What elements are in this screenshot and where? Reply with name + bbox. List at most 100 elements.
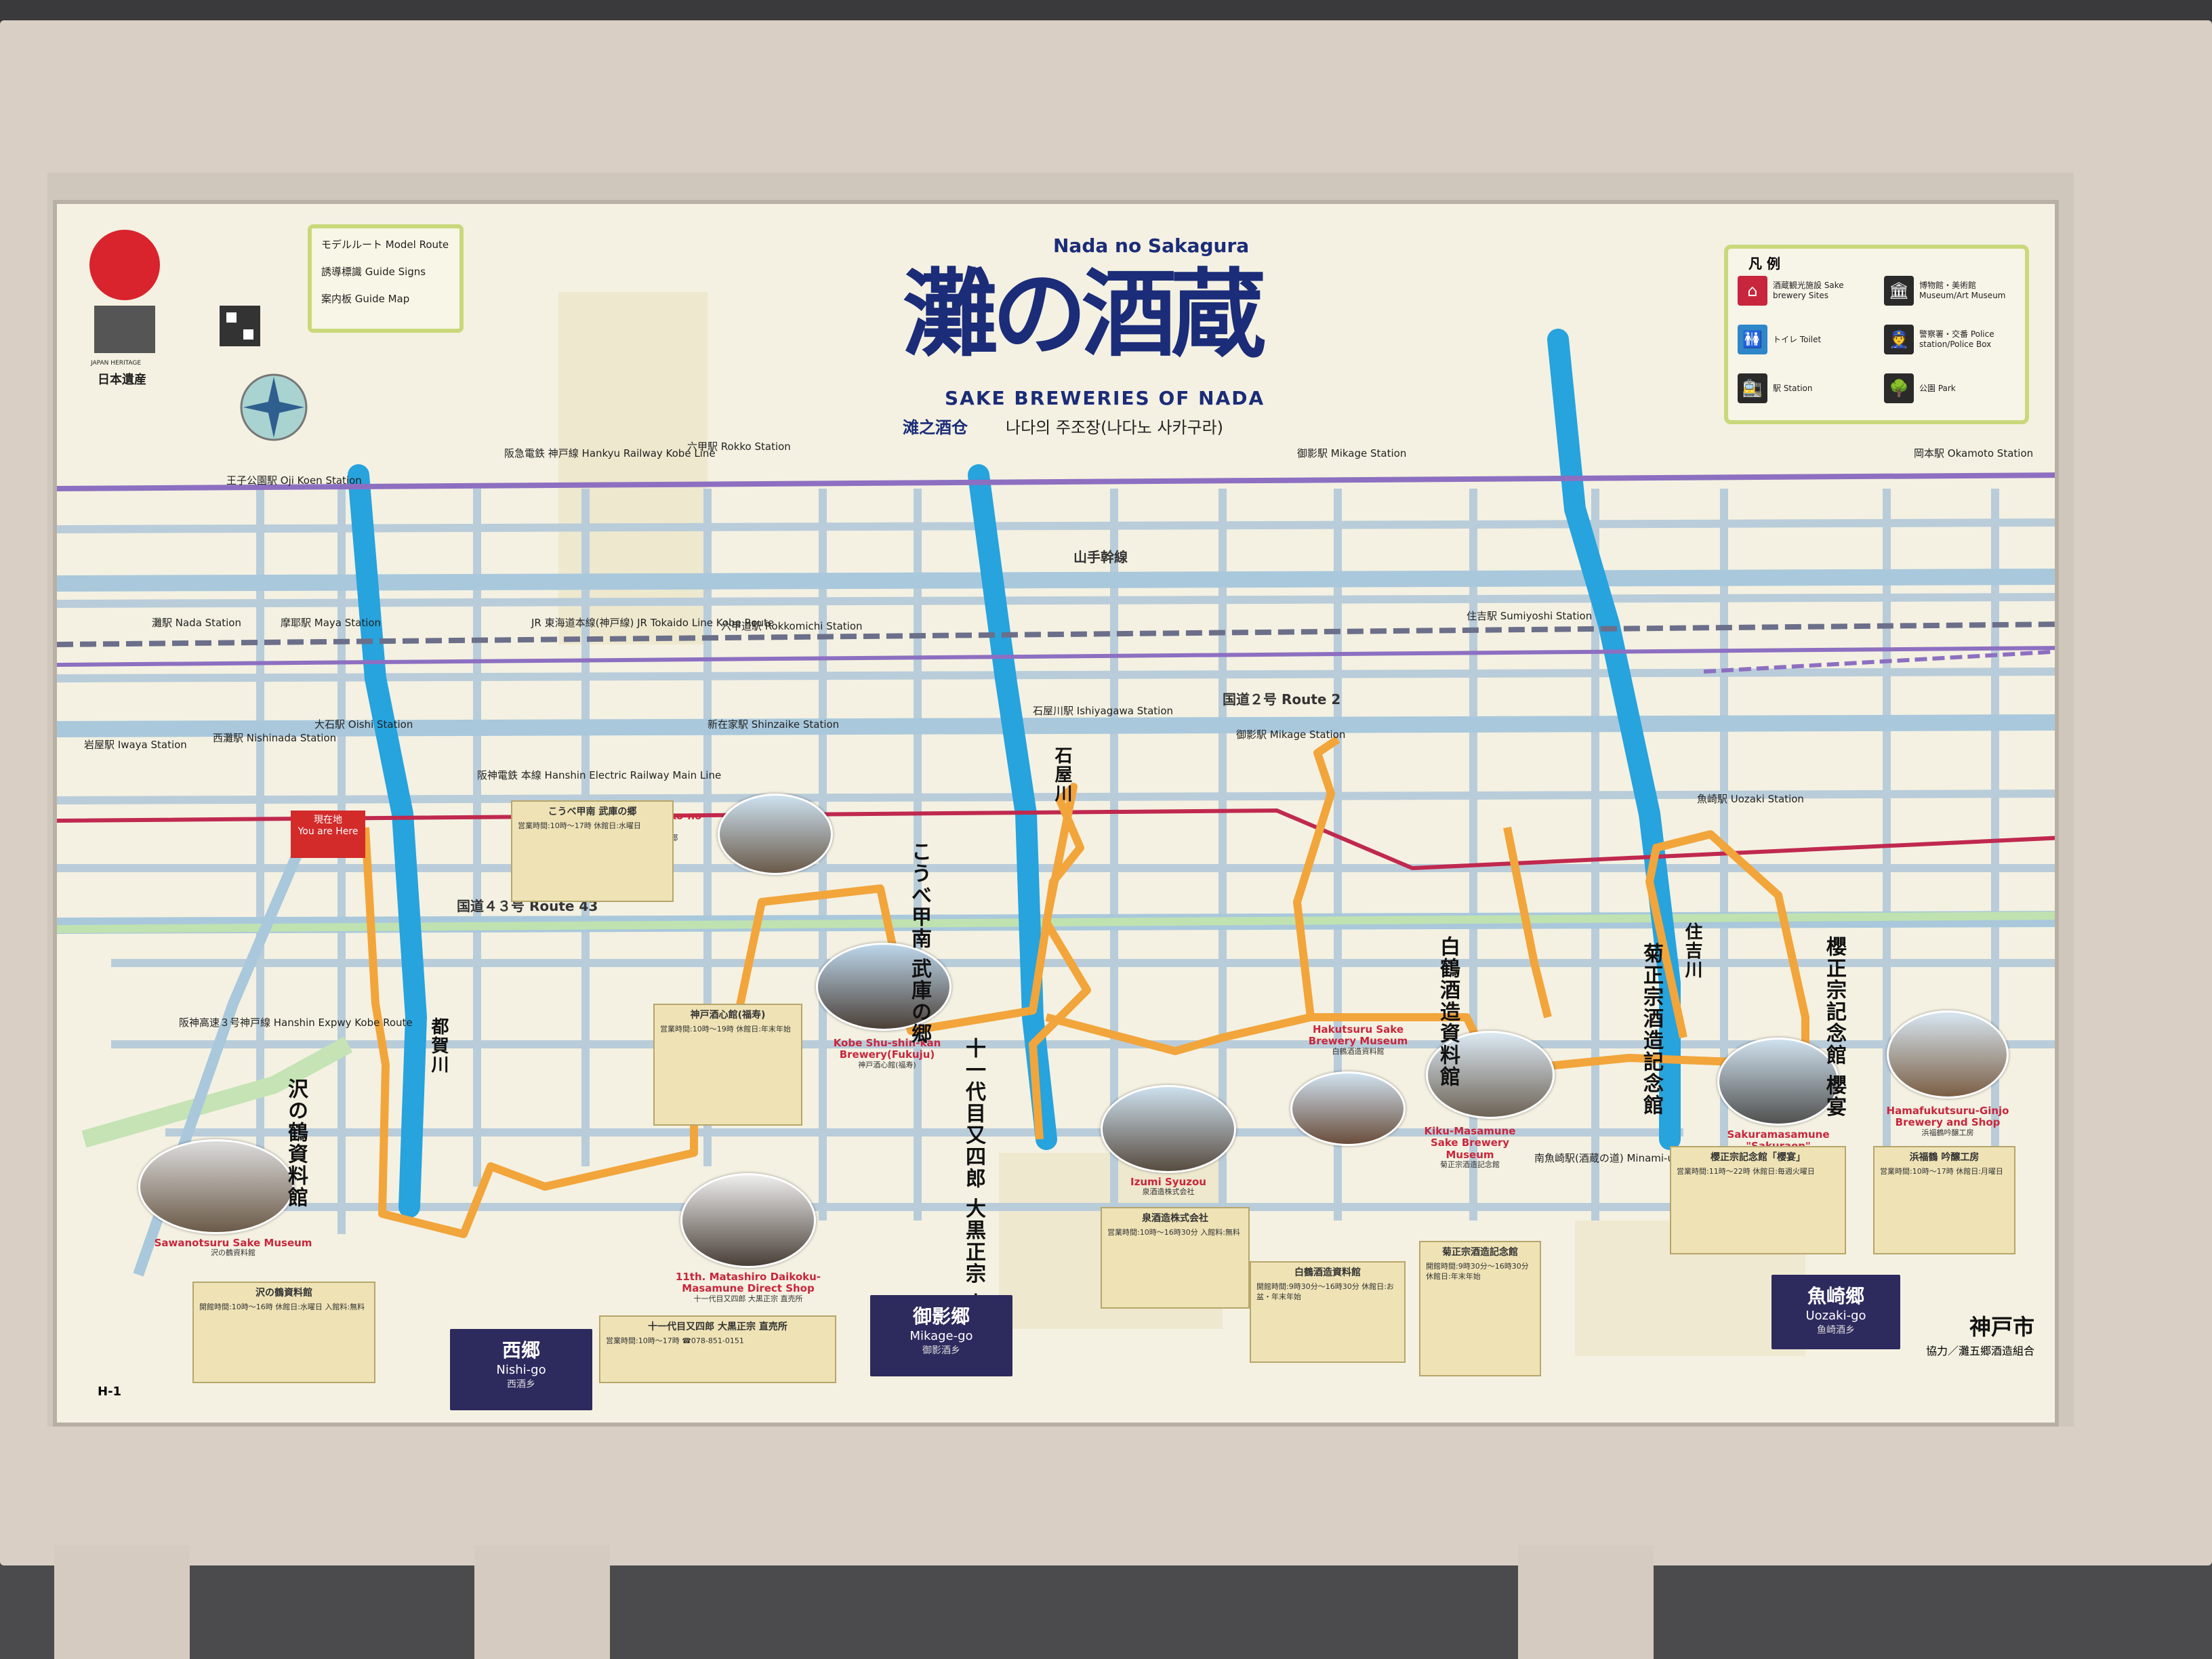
- photo-hakutsuru: [1290, 1071, 1406, 1146]
- ground: [0, 1552, 2212, 1659]
- map-board: 灘の酒蔵 Nada no Sakagura SAKE BREWERIES OF …: [53, 200, 2059, 1427]
- station-shinzaike: 新在家駅 Shinzaike Station: [708, 718, 840, 731]
- photo-izumi: [1101, 1085, 1236, 1173]
- route-legend-signs: 誘導標識 Guide Signs: [321, 266, 426, 278]
- info-box-kikumasamune: 菊正宗酒造記念館開館時間:9時30分〜16時30分 休館日:年末年始: [1419, 1241, 1541, 1376]
- brewery-jp: 沢の鶴資料館: [211, 1248, 255, 1258]
- brewery-jp: 神戸酒心館(福寿): [858, 1060, 916, 1069]
- brewery-jp: 白鶴酒造資料館: [1332, 1046, 1385, 1056]
- station-sumiyoshi: 住吉駅 Sumiyoshi Station: [1467, 610, 1593, 622]
- vertical-hakutsuru: 白鶴酒造資料館: [1436, 936, 1460, 1088]
- frame-post-left: [54, 1545, 190, 1659]
- photo-hamafukutsuru: [1887, 1010, 2009, 1099]
- legend-item-park: 🌳 公園 Park: [1884, 373, 2021, 403]
- legend-text: 警察署・交番 Police station/Police Box: [1919, 329, 1994, 349]
- station-ishiyagawa: 石屋川駅 Ishiyagawa Station: [1033, 705, 1174, 717]
- legend-text: 博物館・美術館 Museum/Art Museum: [1919, 281, 2006, 300]
- here-en: You are Here: [298, 825, 359, 837]
- vertical-kikumasamune: 菊正宗酒造記念館: [1639, 943, 1663, 1116]
- legend-title: 凡 例: [1748, 255, 1780, 272]
- heritage-en: JAPAN HERITAGE: [91, 360, 142, 367]
- legend-item-police: 👮 警察署・交番 Police station/Police Box: [1884, 325, 2021, 354]
- station-rokko: 六甲駅 Rokko Station: [687, 441, 791, 453]
- rail-label-hanshin: 阪神電鉄 本線 Hanshin Electric Railway Main Li…: [477, 769, 722, 781]
- photo-kikumasamune: [1426, 1031, 1555, 1119]
- brewery-jp: 泉酒造株式会社: [1142, 1187, 1195, 1197]
- info-box-hakutsuru: 白鶴酒造資料館開館時間:9時30分〜16時30分 休館日:お盆・年末年始: [1250, 1261, 1406, 1363]
- district-sub: 西酒乡: [507, 1379, 535, 1390]
- brewery-name: Kiku-Masamune Sake Brewery Museum: [1424, 1125, 1516, 1161]
- info-box-izumi: 泉酒造株式会社営業時間:10時〜16時30分 入館料:無料: [1101, 1207, 1250, 1309]
- police-icon: 👮: [1884, 325, 1914, 354]
- brewery-jp: 浜福鶴吟醸工房: [1921, 1128, 1974, 1137]
- district-sub: 鱼崎酒乡: [1817, 1325, 1855, 1336]
- info-head: こうべ甲南 武庫の郷: [548, 806, 637, 817]
- legend-text: 公園 Park: [1919, 383, 1956, 393]
- road-route-43: 国道４３号 Route 43: [457, 898, 598, 914]
- legend-text: 酒蔵観光施設 Sake brewery Sites: [1773, 281, 1844, 300]
- info-head: 櫻正宗記念館「櫻宴」: [1711, 1152, 1805, 1163]
- info-box-muko-no-sato: こうべ甲南 武庫の郷営業時間:10時〜17時 休館日:水曜日: [511, 800, 674, 902]
- kobe-assoc: 協力／灘五郷酒造組合: [1925, 1345, 2034, 1357]
- route-legend: モデルルート Model Route 誘導標識 Guide Signs 案内板 …: [308, 224, 464, 333]
- brewery-icon: ⌂: [1738, 276, 1767, 306]
- info-body: 開館時間:9時30分〜16時30分 休館日:お盆・年末年始: [1256, 1282, 1394, 1301]
- station-maya: 摩耶駅 Maya Station: [281, 617, 382, 629]
- route-legend-model: モデルルート Model Route: [321, 239, 449, 251]
- station-nada: 灘駅 Nada Station: [152, 617, 241, 629]
- map-legend: 凡 例 ⌂ 酒蔵観光施設 Sake brewery Sites 🏛 博物館・美術…: [1724, 245, 2029, 424]
- photo-sawanotsuru: [138, 1139, 294, 1234]
- district-jp: 魚崎郷: [1807, 1285, 1864, 1307]
- frame-post-center: [474, 1545, 610, 1659]
- frame-post-right: [1518, 1545, 1654, 1659]
- info-body: 開館時間:10時〜16時 休館日:水曜日 入館料:無料: [199, 1302, 365, 1311]
- legend-item-station: 🚉 駅 Station: [1738, 373, 1875, 403]
- brewery-name: Sawanotsuru Sake Museum: [154, 1237, 312, 1249]
- photo-sakuramasamune: [1717, 1038, 1839, 1126]
- info-body: 営業時間:10時〜16時30分 入館料:無料: [1107, 1227, 1240, 1237]
- legend-item-brewery: ⌂ 酒蔵観光施設 Sake brewery Sites: [1738, 276, 1875, 306]
- district-nishi-go: 西郷 Nishi-go 西酒乡: [450, 1329, 592, 1410]
- toilet-icon: 🚻: [1738, 325, 1767, 354]
- station-rokkomichi: 六甲道駅 Rokkomichi Station: [721, 620, 863, 632]
- district-jp: 御影郷: [912, 1305, 970, 1328]
- brewery-label-daikoku: 11th. Matashiro Daikoku-Masamune Direct …: [653, 1271, 843, 1303]
- info-body: 営業時間:10時〜17時 ☎078-851-0151: [606, 1336, 744, 1345]
- road-yamate: 山手幹線: [1073, 549, 1128, 565]
- brewery-name: Kobe Shu-shin-kan Brewery(Fukuju): [833, 1037, 941, 1061]
- station-icon: 🚉: [1738, 373, 1767, 403]
- heritage-label: 日本遺産: [98, 373, 146, 387]
- station-mikage-hanshin: 御影駅 Mikage Station: [1236, 729, 1346, 741]
- here-jp: 現在地: [314, 815, 342, 825]
- info-head: 神戸酒心館(福寿): [690, 1010, 766, 1021]
- info-box-sawanotsuru: 沢の鶴資料館開館時間:10時〜16時 休館日:水曜日 入館料:無料: [192, 1282, 375, 1383]
- info-head: 泉酒造株式会社: [1142, 1213, 1208, 1224]
- map-title-cn: 滩之酒仓: [903, 418, 968, 437]
- station-oishi: 大石駅 Oishi Station: [314, 718, 413, 731]
- district-mikage-go: 御影郷 Mikage-go 御影酒乡: [870, 1295, 1012, 1376]
- info-box-daikoku: 十一代目又四郎 大黒正宗 直売所営業時間:10時〜17時 ☎078-851-01…: [599, 1315, 836, 1383]
- station-mikage-hankyu: 御影駅 Mikage Station: [1297, 447, 1407, 459]
- you-are-here-marker: 現在地 You are Here: [291, 811, 365, 858]
- district-en: Nishi-go: [496, 1363, 546, 1377]
- brewery-name: Hamafukutsuru-Ginjo Brewery and Shop: [1886, 1105, 2009, 1129]
- legend-text: 駅 Station: [1773, 383, 1813, 393]
- district-jp: 西郷: [501, 1339, 540, 1361]
- vertical-muko: こうべ甲南 武庫の郷: [907, 841, 931, 1045]
- station-uozaki: 魚崎駅 Uozaki Station: [1697, 793, 1804, 805]
- road-hanshin-expwy: 阪神高速３号神戸線 Hanshin Expwy Kobe Route: [179, 1017, 413, 1029]
- river-togagawa: 都賀川: [428, 1017, 449, 1074]
- map-title: 灘の酒蔵: [903, 259, 1266, 370]
- vertical-sakuramasamune: 櫻正宗記念館 櫻宴: [1822, 936, 1846, 1118]
- legend-item-museum: 🏛 博物館・美術館 Museum/Art Museum: [1884, 276, 2021, 306]
- photo-daikoku: [680, 1173, 816, 1268]
- station-oji-koen: 王子公園駅 Oji Koen Station: [226, 474, 362, 487]
- info-body: 開館時間:9時30分〜16時30分 休館日:年末年始: [1426, 1261, 1529, 1281]
- photo-muko-no-sato: [718, 794, 833, 875]
- info-box-sakuramasamune: 櫻正宗記念館「櫻宴」営業時間:11時〜22時 休館日:毎週火曜日: [1670, 1146, 1846, 1254]
- info-body: 営業時間:10時〜17時 休館日:水曜日: [518, 821, 641, 830]
